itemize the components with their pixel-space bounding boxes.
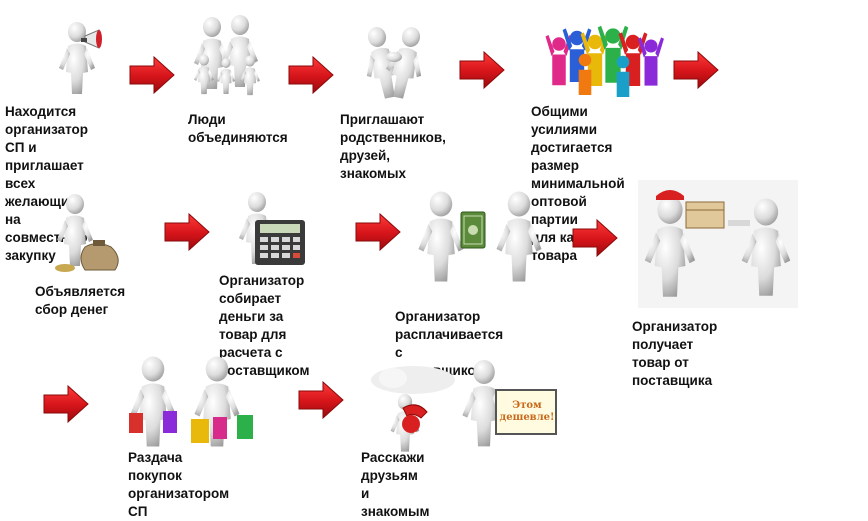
step-6-caption: Организатор собирает деньги за товар для… [219,273,310,378]
sign-icon: Этом дешевле! [462,358,562,448]
money-icon [415,190,545,290]
step-10-caption: Расскажи друзьям и знакомым [361,450,430,519]
sign-text: Этом дешевле! [499,400,555,423]
crowd-icon [545,20,665,100]
arrow-3 [458,50,506,90]
step-9-caption: Раздача покупок организатором СП [128,450,230,519]
step-8-caption: Организатор получает товар от поставщика [632,319,718,388]
arrow-6 [354,212,402,252]
step-5-caption: Объявляется сбор денег [35,284,126,317]
handshake-icon [355,23,435,102]
shopping-bags-icon [125,355,265,450]
arrow-1 [128,55,176,95]
box-icon [638,180,798,310]
phone-icon [365,358,460,452]
arrow-2 [287,55,335,95]
megaphone-icon [55,18,115,98]
arrow-5 [163,212,211,252]
step-3-caption: Приглашают родственников, друзей, знаком… [340,112,446,181]
calculator-icon [235,190,315,275]
arrow-7 [571,218,619,258]
step-2-caption: Люди объединяются [188,112,288,145]
family-icon [190,15,270,100]
arrow-8 [42,384,90,424]
arrow-9 [297,380,345,420]
arrow-4 [672,50,720,90]
money-bag-icon [45,192,130,277]
